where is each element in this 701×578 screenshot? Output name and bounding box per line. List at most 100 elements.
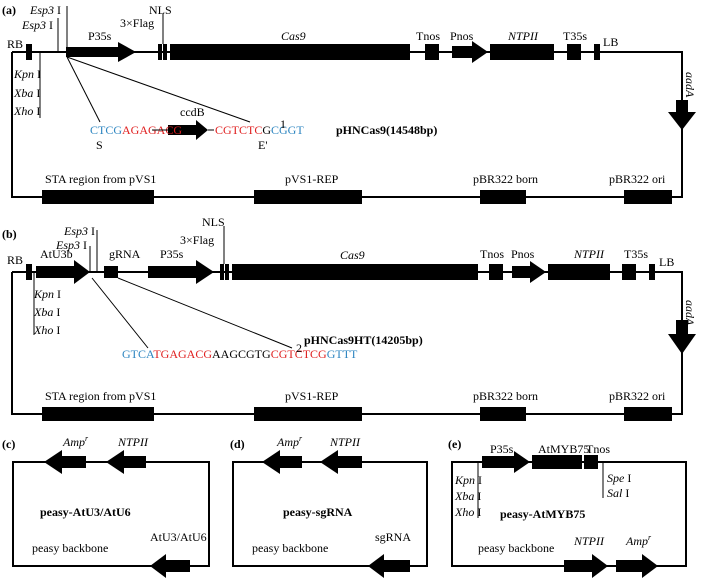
panel-d-tag: (d) bbox=[230, 437, 245, 451]
p35s-arrow-e bbox=[482, 451, 530, 473]
tnos-label: Tnos bbox=[416, 29, 440, 43]
s-label: S bbox=[96, 138, 103, 152]
svg-text:Spe I: Spe I bbox=[607, 471, 631, 485]
amp-arrow-d bbox=[262, 450, 302, 474]
grna-block bbox=[104, 266, 118, 278]
p35s-label-e: P35s bbox=[490, 442, 514, 456]
e-label: E' bbox=[258, 138, 268, 152]
svg-text:Xba I: Xba I bbox=[454, 489, 481, 503]
panel-b-tag: (b) bbox=[2, 227, 17, 241]
aada-label-b: aadA bbox=[683, 300, 697, 326]
xba-label-e: Xba bbox=[454, 489, 474, 503]
panel-a: (a) RB Esp3 I Esp3 I Kpn I Xba I Xho I P… bbox=[2, 3, 697, 204]
tnos-label-b: Tnos bbox=[480, 247, 504, 261]
svg-text:Xho I: Xho I bbox=[454, 505, 481, 519]
cas9-block-b bbox=[232, 264, 478, 280]
pnos-label: Pnos bbox=[450, 29, 474, 43]
lb-label-b: LB bbox=[659, 255, 674, 269]
ccdb-label: ccdB bbox=[180, 105, 205, 119]
rb-label-b: RB bbox=[7, 253, 23, 267]
atu3b-arrow bbox=[36, 260, 90, 284]
p35s-arrow bbox=[66, 42, 136, 62]
grna-label: gRNA bbox=[109, 247, 141, 261]
plasmid-d-name: peasy-sgRNA bbox=[283, 505, 353, 519]
rb-label: RB bbox=[7, 37, 23, 51]
ntpii-arrow-d bbox=[320, 450, 362, 474]
xba-label-b: Xba bbox=[33, 305, 53, 319]
xho-label-b: Xho bbox=[33, 323, 53, 337]
svg-text:Esp3 I: Esp3 I bbox=[63, 224, 95, 238]
seq-a: CTCGAGAGACG bbox=[90, 123, 182, 137]
ntpii-label-e: NTPII bbox=[573, 534, 605, 548]
t35s-label-b: T35s bbox=[624, 247, 648, 261]
born-block-a bbox=[480, 190, 526, 204]
xba-label: Xba bbox=[13, 86, 33, 100]
aada-arrow bbox=[668, 100, 696, 130]
esp3-top-label: Esp3 bbox=[29, 3, 54, 17]
insert-label-c: AtU3/AtU6 bbox=[150, 530, 207, 544]
p35s-label: P35s bbox=[88, 29, 112, 43]
pnos-arrow-b bbox=[512, 261, 546, 283]
svg-text:2: 2 bbox=[296, 341, 302, 355]
sta-block-a bbox=[42, 190, 154, 204]
cas9-block bbox=[170, 44, 410, 60]
cas9-label: Cas9 bbox=[281, 29, 306, 43]
svg-text:Kpn I: Kpn I bbox=[33, 287, 61, 301]
backbone-label-e: peasy backbone bbox=[478, 541, 554, 555]
svg-text:Xho I: Xho I bbox=[13, 104, 40, 118]
insert-arrow-c bbox=[150, 554, 190, 578]
xho-label-e: Xho bbox=[454, 505, 474, 519]
lb-marker bbox=[594, 44, 600, 60]
born-block-b bbox=[480, 407, 526, 421]
insert-arrow-d bbox=[368, 554, 410, 578]
ntpii-block-b bbox=[548, 264, 610, 280]
myb-label: AtMYB75 bbox=[538, 442, 589, 456]
ntpii-label-d: NTPII bbox=[329, 435, 361, 449]
panel-a-tag: (a) bbox=[2, 3, 16, 17]
tnos-block-b bbox=[489, 264, 503, 280]
svg-text:CGTCTCGCGGT: CGTCTCGCGGT bbox=[215, 123, 304, 137]
rep-label-b: pVS1-REP bbox=[285, 389, 339, 403]
svg-text:1: 1 bbox=[280, 117, 286, 131]
ori-block-a bbox=[624, 190, 672, 204]
plasmid-e-name: peasy-AtMYB75 bbox=[500, 507, 585, 521]
tnos-block bbox=[425, 44, 439, 60]
atu3b-label: AtU3b bbox=[40, 247, 73, 261]
amp-label-e: Ampr bbox=[625, 533, 652, 548]
lb-label: LB bbox=[603, 35, 618, 49]
sal-label: Sal bbox=[607, 486, 623, 500]
t35s-block-b bbox=[622, 264, 636, 280]
panel-e: (e) P35s AtMYB75 Tnos Kpn I Xba I Xho I … bbox=[448, 437, 687, 578]
pnos-label-b: Pnos bbox=[511, 247, 535, 261]
svg-text:Esp3 I: Esp3 I bbox=[29, 3, 61, 17]
esp3-bot-label: Esp3 bbox=[21, 18, 46, 32]
panel-c: (c) Ampr NTPII peasy-AtU3/AtU6 peasy bac… bbox=[2, 434, 210, 578]
sta-block-b bbox=[42, 407, 154, 421]
aada-arrow-b bbox=[668, 320, 696, 354]
kpn-label-e: Kpn bbox=[454, 473, 475, 487]
seq-b: GTCATGAGACGAAGCGTGCGTCTCGGTTT bbox=[122, 347, 358, 361]
xho-label: Xho bbox=[13, 104, 33, 118]
rep-block-b bbox=[254, 407, 362, 421]
flag-label-b: 3×Flag bbox=[180, 233, 214, 247]
tnos-label-e: Tnos bbox=[586, 442, 610, 456]
tnos-block-e bbox=[584, 455, 598, 469]
p35s-label-b: P35s bbox=[160, 247, 184, 261]
ntpii-arrow-c bbox=[106, 450, 146, 474]
ntpii-label-b: NTPII bbox=[573, 247, 605, 261]
svg-text:Xho I: Xho I bbox=[33, 323, 60, 337]
svg-text:Esp3 I: Esp3 I bbox=[21, 18, 53, 32]
svg-text:Kpn I: Kpn I bbox=[454, 473, 482, 487]
esp3-bot-label-b: Esp3 bbox=[55, 238, 80, 252]
panel-e-tag: (e) bbox=[448, 437, 461, 451]
sta-label-b: STA region from pVS1 bbox=[45, 389, 156, 403]
panel-c-tag: (c) bbox=[2, 437, 15, 451]
svg-text:Kpn I: Kpn I bbox=[13, 67, 41, 81]
svg-text:Xba I: Xba I bbox=[33, 305, 60, 319]
panel-b: (b) RB Kpn I Xba I Xho I AtU3b Esp3 I Es… bbox=[2, 215, 697, 421]
rb-marker-b bbox=[26, 264, 32, 280]
pnos-arrow bbox=[452, 41, 488, 63]
amp-arrow-e bbox=[616, 554, 658, 578]
nls-label: NLS bbox=[149, 3, 172, 17]
